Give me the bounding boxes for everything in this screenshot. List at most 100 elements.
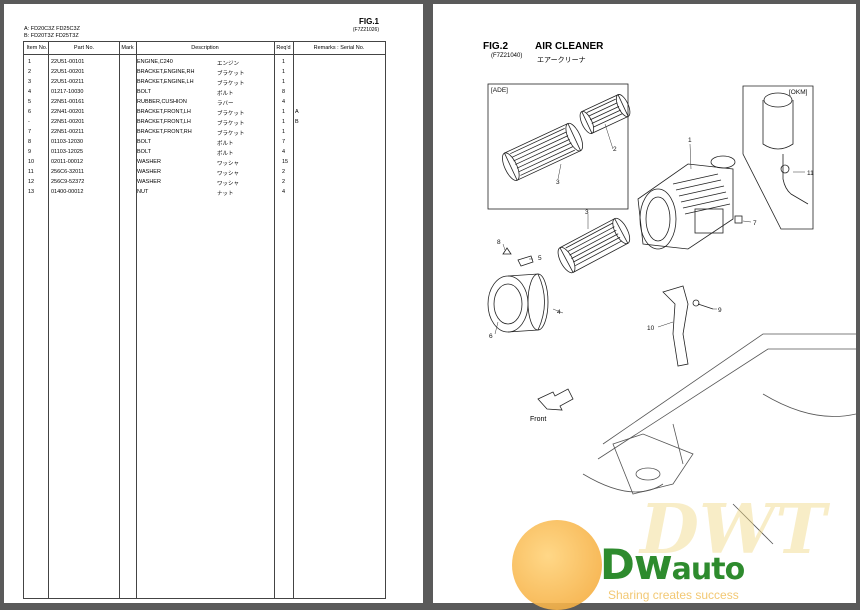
cell-item-no: 8 (28, 139, 32, 145)
header-item-no: Item No. (26, 45, 48, 51)
header-part-no: Part No. (73, 45, 95, 51)
watermark-brand-auto: auto (671, 552, 746, 587)
cell-item-no: - (28, 119, 30, 125)
callout-4: 4 (557, 309, 561, 316)
cell-description: BOLT (137, 149, 151, 155)
fig2-name-jp: エアークリーナ (537, 57, 586, 64)
fig2-code: (F7Z21040) (491, 53, 523, 59)
model-b: B: FD20T3Z FD25T3Z (24, 33, 79, 39)
cell-part-no: 22N51-00211 (51, 129, 84, 135)
cell-item-no: 11 (28, 169, 34, 175)
cell-part-no: 01217-10030 (51, 89, 84, 95)
cell-part-no: 01103-12030 (51, 139, 84, 145)
callout-3-inset: 3 (556, 179, 560, 186)
fig2-title: FIG.2 (483, 41, 509, 52)
cell-item-no: 5 (28, 99, 32, 105)
header-reqd: Req'd (276, 45, 291, 51)
cell-description-jp: エンジン (217, 61, 240, 67)
callout-5: 5 (538, 255, 542, 262)
cell-item-no: 3 (28, 79, 32, 85)
cell-item-no: 12 (28, 179, 35, 185)
cell-description: BRACKET,FRONT,LH (137, 109, 191, 115)
col-divider (274, 42, 275, 598)
cell-part-no: 22N51-00161 (51, 99, 85, 105)
cell-part-no: 256C9-52372 (51, 179, 85, 185)
cell-description: BRACKET,FRONT,LH (137, 119, 191, 125)
filter-element (557, 217, 631, 274)
table-row: 9 01103-12025 BOLT ボルト 4 (24, 148, 385, 158)
callout-10: 10 (647, 325, 655, 332)
cell-description: NUT (137, 189, 149, 195)
cell-description: BOLT (137, 139, 151, 145)
cell-item-no: 4 (28, 89, 32, 95)
cell-part-no: 22N51-00201 (51, 119, 85, 125)
cell-item-no: 2 (28, 69, 32, 75)
page-fig2: FIG.2 AIR CLEANER (F7Z21040) エアークリーナ (433, 4, 856, 603)
cell-description-jp: ワッシャ (217, 181, 240, 187)
header-description: Description (191, 45, 219, 51)
cell-item-no: 7 (28, 129, 32, 135)
fig1-code: (F7Z21026) (352, 27, 379, 33)
model-a: A: FD20C3Z FD25C3Z (24, 26, 80, 32)
header-divider (24, 54, 385, 55)
cell-description-jp: ラバー (217, 101, 234, 107)
cell-reqd: 4 (282, 149, 286, 155)
cell-item-no: 13 (28, 189, 35, 195)
cell-description: WASHER (137, 159, 161, 165)
cell-reqd: 1 (282, 119, 286, 125)
cell-remarks: B (295, 119, 299, 125)
cell-description-jp: ワッシャ (217, 161, 240, 167)
cell-reqd: 1 (282, 109, 286, 115)
cell-description-jp: ブラケット (217, 111, 245, 117)
okm-inlet (763, 92, 793, 108)
cell-description-jp: ボルト (217, 151, 234, 157)
cell-reqd: 2 (282, 169, 286, 175)
cell-item-no: 1 (28, 59, 32, 65)
cell-part-no: 22N41-00201 (51, 109, 85, 115)
header-mark: Mark (121, 45, 134, 51)
cell-remarks: A (295, 109, 299, 115)
inset-ade-box (487, 83, 629, 210)
watermark-tagline: Sharing creates success (608, 588, 739, 602)
cell-description-jp: ボルト (217, 141, 234, 147)
cell-reqd: 2 (282, 179, 286, 185)
callout-3: 3 (585, 209, 589, 216)
cell-reqd: 8 (282, 89, 286, 95)
header-remarks: Remarks : Serial No. (313, 45, 365, 51)
cell-description-jp: ブラケット (217, 131, 245, 137)
cell-part-no: 256C6-32011 (51, 169, 84, 175)
cell-part-no: 01103-12025 (51, 149, 84, 155)
cell-reqd: 4 (282, 189, 286, 195)
cell-part-no: 22U51-00201 (51, 69, 85, 75)
callout-8: 8 (497, 239, 501, 246)
cell-description-jp: ワッシャ (217, 171, 240, 177)
cell-part-no: 01400-00012 (51, 189, 84, 195)
cell-part-no: 22U51-00211 (51, 79, 84, 85)
air-cleaner-diagram: [ADE] [OKM] 1 2 3 3 4 5 6 7 8 9 10 11 (487, 83, 856, 545)
cell-item-no: 9 (28, 149, 32, 155)
watermark-circle (512, 520, 602, 610)
fig1-title: FIG.1 (358, 17, 379, 26)
cell-description: BRACKET,ENGINE,RH (137, 69, 195, 75)
cell-description: BOLT (137, 89, 151, 95)
cell-description: RUBBER,CUSHION (137, 99, 187, 105)
inset-okm-box (742, 85, 814, 230)
cell-reqd: 1 (282, 69, 286, 75)
col-divider (48, 42, 49, 598)
bolt-7 (734, 215, 743, 224)
callout-7: 7 (753, 220, 757, 227)
truck-frame (582, 333, 856, 545)
dust-cap (487, 273, 549, 333)
cell-reqd: 7 (282, 139, 286, 145)
mounting-bracket (662, 285, 689, 367)
